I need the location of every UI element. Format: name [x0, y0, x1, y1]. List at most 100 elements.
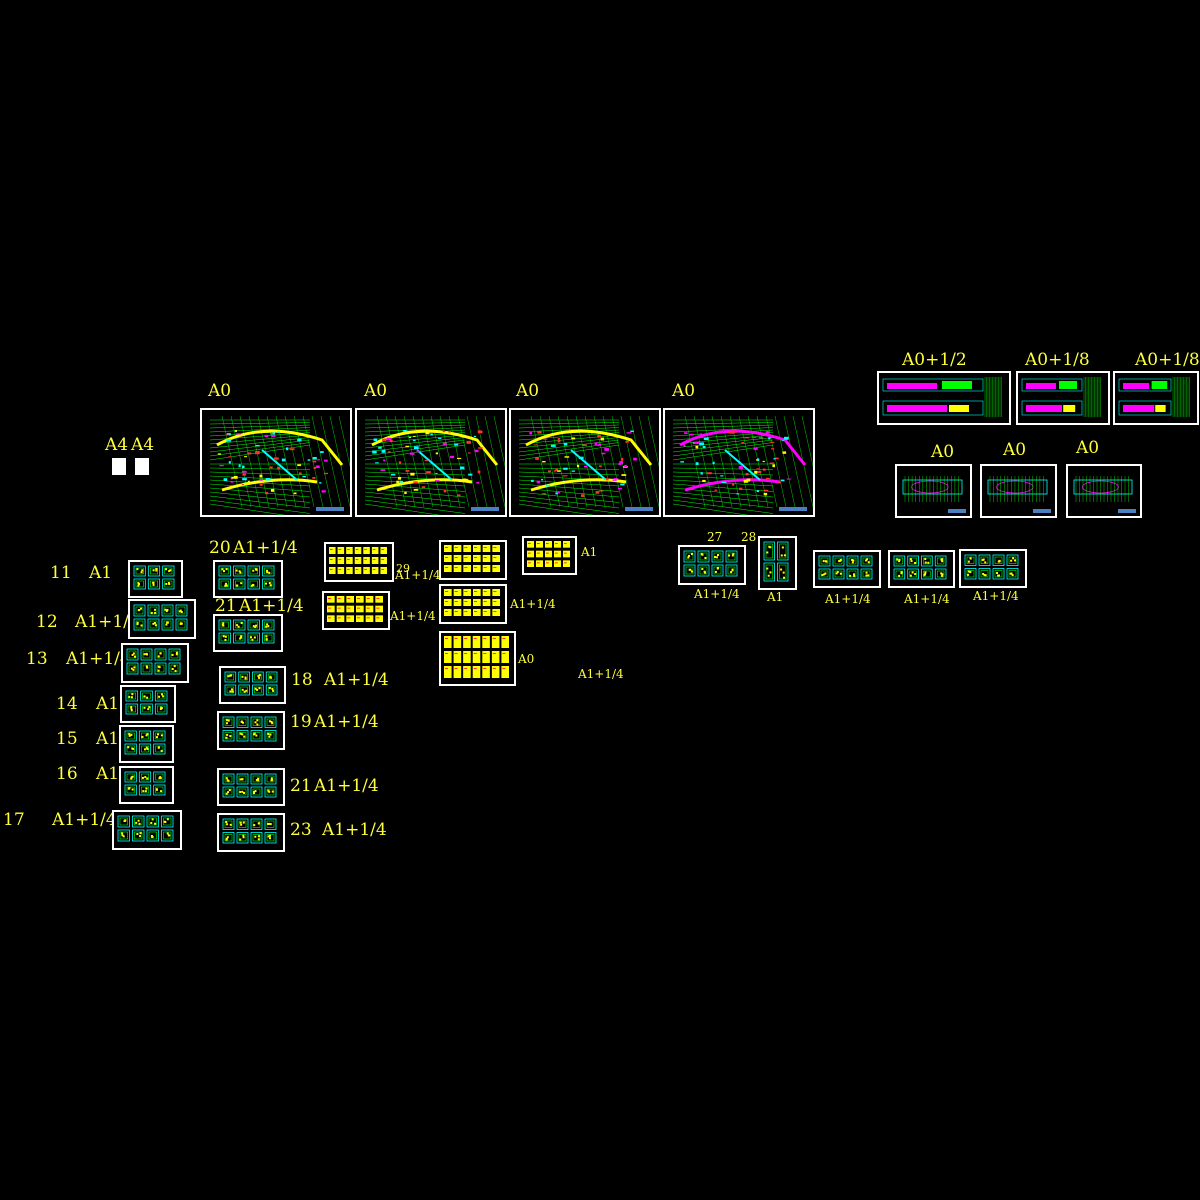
label-sheet-yel-3-size: A0	[518, 652, 535, 666]
label-sheet-15-number: 15	[56, 729, 78, 749]
label-a0-6: A0	[1003, 440, 1027, 460]
label-a0-1: A0	[208, 381, 232, 401]
label-sheet-12-number: 12	[36, 612, 58, 632]
label-a4-1: A4	[105, 435, 129, 455]
sheet-linework	[209, 415, 350, 515]
sheet-28[interactable]	[758, 536, 797, 590]
sheet-yellow-col3-2[interactable]	[439, 584, 507, 624]
label-sheet-21a-number: 21	[215, 596, 237, 616]
label-sheet-29-number: 29	[396, 562, 410, 575]
sheet-linework	[527, 541, 570, 567]
sheet-linework	[672, 415, 813, 515]
sheet-yellow-mid-2[interactable]	[322, 591, 390, 630]
label-sheet-20-size: A1+1/4	[233, 538, 298, 558]
sheet-linework	[444, 589, 500, 616]
sheet-20[interactable]	[213, 560, 283, 598]
a0-half-elevation-sheet[interactable]	[877, 371, 1011, 425]
label-a0-4: A0	[672, 381, 696, 401]
sheet-linework	[444, 636, 509, 678]
sheet-linework	[1021, 377, 1101, 417]
sheet-linework	[117, 815, 174, 842]
sheet-18[interactable]	[219, 666, 286, 704]
sheet-right-1[interactable]	[813, 550, 881, 588]
a0-plan-sheet-5[interactable]	[895, 464, 972, 518]
sheet-linework	[124, 771, 166, 796]
label-sheet-14-size: A1	[96, 694, 120, 714]
sheet-linework	[882, 377, 1002, 417]
label-sheet-12-size: A1+1/4	[75, 612, 140, 632]
label-a0-2: A0	[364, 381, 388, 401]
sheet-19[interactable]	[217, 711, 285, 750]
sheet-16[interactable]	[119, 766, 174, 804]
sheet-linework	[902, 476, 966, 513]
sheet-15[interactable]	[119, 725, 174, 763]
sheet-yellow-col3-1[interactable]	[439, 540, 507, 580]
label-sheet-mid-2-size: A1+1/4	[390, 609, 436, 623]
label-sheet-20-number: 20	[209, 538, 231, 558]
label-sheet-23-size: A1+1/4	[322, 820, 387, 840]
a4-sheet-1[interactable]	[112, 458, 126, 475]
label-a0-7: A0	[1076, 438, 1100, 458]
sheet-linework	[218, 565, 275, 590]
sheet-14[interactable]	[120, 685, 176, 723]
label-sheet-13-size: A1+1/4	[66, 649, 131, 669]
label-sheet-14-number: 14	[56, 694, 78, 714]
sheet-27[interactable]	[678, 545, 746, 585]
label-a0-5: A0	[931, 442, 955, 462]
label-a0-half: A0+1/2	[902, 350, 967, 370]
sheet-linework	[683, 550, 738, 577]
label-sheet-13-number: 13	[26, 649, 48, 669]
label-sheet-21b-number: 21	[290, 776, 312, 796]
a0-plan-sheet-7[interactable]	[1066, 464, 1142, 518]
label-sheet-17-size: A1+1/4	[52, 810, 117, 830]
sheet-linework	[987, 476, 1051, 513]
sheet-yellow-col4[interactable]	[522, 536, 577, 575]
sheet-linework	[125, 690, 168, 715]
label-sheet-16-size: A1	[96, 764, 120, 784]
sheet-linework	[364, 415, 505, 515]
label-sheet-18-number: 18	[291, 670, 313, 690]
label-sheet-27-size: A1+1/4	[694, 587, 740, 601]
a0-floor-plan-sheet-4[interactable]	[663, 408, 815, 517]
label-floating-size: A1+1/4	[578, 667, 624, 681]
sheet-21a[interactable]	[213, 614, 283, 652]
sheet-linework	[763, 541, 789, 582]
a4-sheet-2[interactable]	[135, 458, 149, 475]
sheet-linework	[518, 415, 659, 515]
sheet-21b[interactable]	[217, 768, 285, 806]
sheet-right-2[interactable]	[888, 550, 955, 588]
label-a4-2: A4	[131, 435, 155, 455]
a0-eighth-elevation-sheet-1[interactable]	[1016, 371, 1110, 425]
sheet-linework	[133, 604, 188, 631]
sheet-12[interactable]	[128, 599, 196, 639]
label-sheet-18-size: A1+1/4	[324, 670, 389, 690]
sheet-11[interactable]	[128, 560, 183, 598]
sheet-13[interactable]	[121, 643, 189, 683]
label-sheet-r2-size: A1+1/4	[904, 592, 950, 606]
a0-floor-plan-sheet-2[interactable]	[355, 408, 507, 517]
sheet-17[interactable]	[112, 810, 182, 850]
label-sheet-15-size: A1	[96, 729, 120, 749]
sheet-linework	[893, 555, 947, 580]
label-sheet-27-number: 27	[707, 530, 723, 544]
a0-plan-sheet-6[interactable]	[980, 464, 1057, 518]
sheet-linework	[222, 818, 277, 844]
a0-floor-plan-sheet-3[interactable]	[509, 408, 661, 517]
sheet-right-3[interactable]	[959, 549, 1027, 588]
sheet-linework	[222, 716, 277, 742]
label-sheet-29-size: A1+1/4	[395, 568, 441, 582]
label-sheet-23-number: 23	[290, 820, 312, 840]
label-sheet-r1-size: A1+1/4	[825, 592, 871, 606]
sheet-23[interactable]	[217, 813, 285, 852]
label-sheet-16-number: 16	[56, 764, 78, 784]
a0-floor-plan-sheet-1[interactable]	[200, 408, 352, 517]
sheet-linework	[1073, 476, 1136, 513]
sheet-29[interactable]	[324, 542, 394, 582]
label-sheet-19-number: 19	[290, 712, 312, 732]
sheet-yellow-col3-3[interactable]	[439, 631, 516, 686]
a0-eighth-elevation-sheet-2[interactable]	[1113, 371, 1199, 425]
label-sheet-19-size: A1+1/4	[314, 712, 379, 732]
sheet-linework	[218, 619, 275, 644]
label-sheet-28-number: 28	[741, 530, 757, 544]
